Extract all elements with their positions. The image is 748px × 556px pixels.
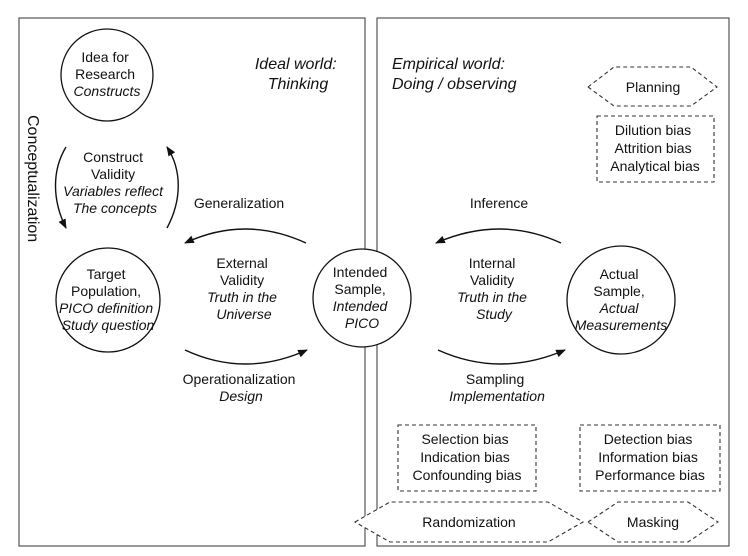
- masking-label: Masking: [627, 514, 679, 530]
- internal-validity-text: Internal Validity Truth in the Study: [457, 255, 531, 322]
- actual-sample-text: Actual Sample, Actual Measurements: [575, 266, 668, 333]
- generalization-label: Generalization: [194, 195, 284, 211]
- idea-circle: [60, 28, 154, 122]
- planning-label: Planning: [626, 79, 681, 95]
- construct-validity-left-arc: [54, 146, 67, 229]
- idea-text: Idea for Research Constructs: [74, 49, 141, 99]
- inference-arrow: [435, 228, 562, 244]
- conceptualization-label: Conceptualization: [24, 115, 41, 242]
- intended-sample-text: Intended Sample, Intended PICO: [333, 264, 391, 331]
- construct-validity-right-arc: [166, 146, 179, 229]
- ideal-world-heading: Ideal world: Thinking: [255, 56, 341, 93]
- selection-bias-box: [397, 424, 537, 492]
- selection-bias-text: Selection bias Indication bias Confoundi…: [413, 431, 522, 483]
- generalization-arrow: [184, 228, 307, 244]
- inference-label: Inference: [470, 195, 529, 211]
- dilution-bias-text: Dilution bias Attrition bias Analytical …: [610, 122, 700, 174]
- detection-bias-box: [579, 424, 721, 492]
- detection-bias-text: Detection bias Information bias Performa…: [595, 431, 705, 483]
- construct-validity-text: Construct Validity Variables reflect The…: [63, 149, 167, 216]
- randomization-label: Randomization: [422, 514, 515, 530]
- masking-hexagon: [587, 501, 719, 543]
- randomization-hexagon: [353, 501, 585, 543]
- external-validity-text: External Validity Truth in the Universe: [207, 255, 281, 322]
- sampling-label: Sampling Implementation: [449, 371, 545, 404]
- actual-sample-circle: [566, 245, 676, 355]
- planning-hexagon: [587, 66, 718, 107]
- dilution-bias-box: [596, 115, 715, 183]
- operationalization-label: Operationalization Design: [183, 371, 300, 404]
- target-population-circle: [55, 247, 161, 353]
- target-population-text: Target Population, PICO definition Study…: [59, 266, 157, 333]
- operationalization-arrow: [184, 349, 308, 365]
- intended-sample-circle: [312, 248, 412, 348]
- empirical-world-heading: Empirical world: Doing / observing: [392, 56, 517, 93]
- sampling-arrow: [437, 349, 566, 365]
